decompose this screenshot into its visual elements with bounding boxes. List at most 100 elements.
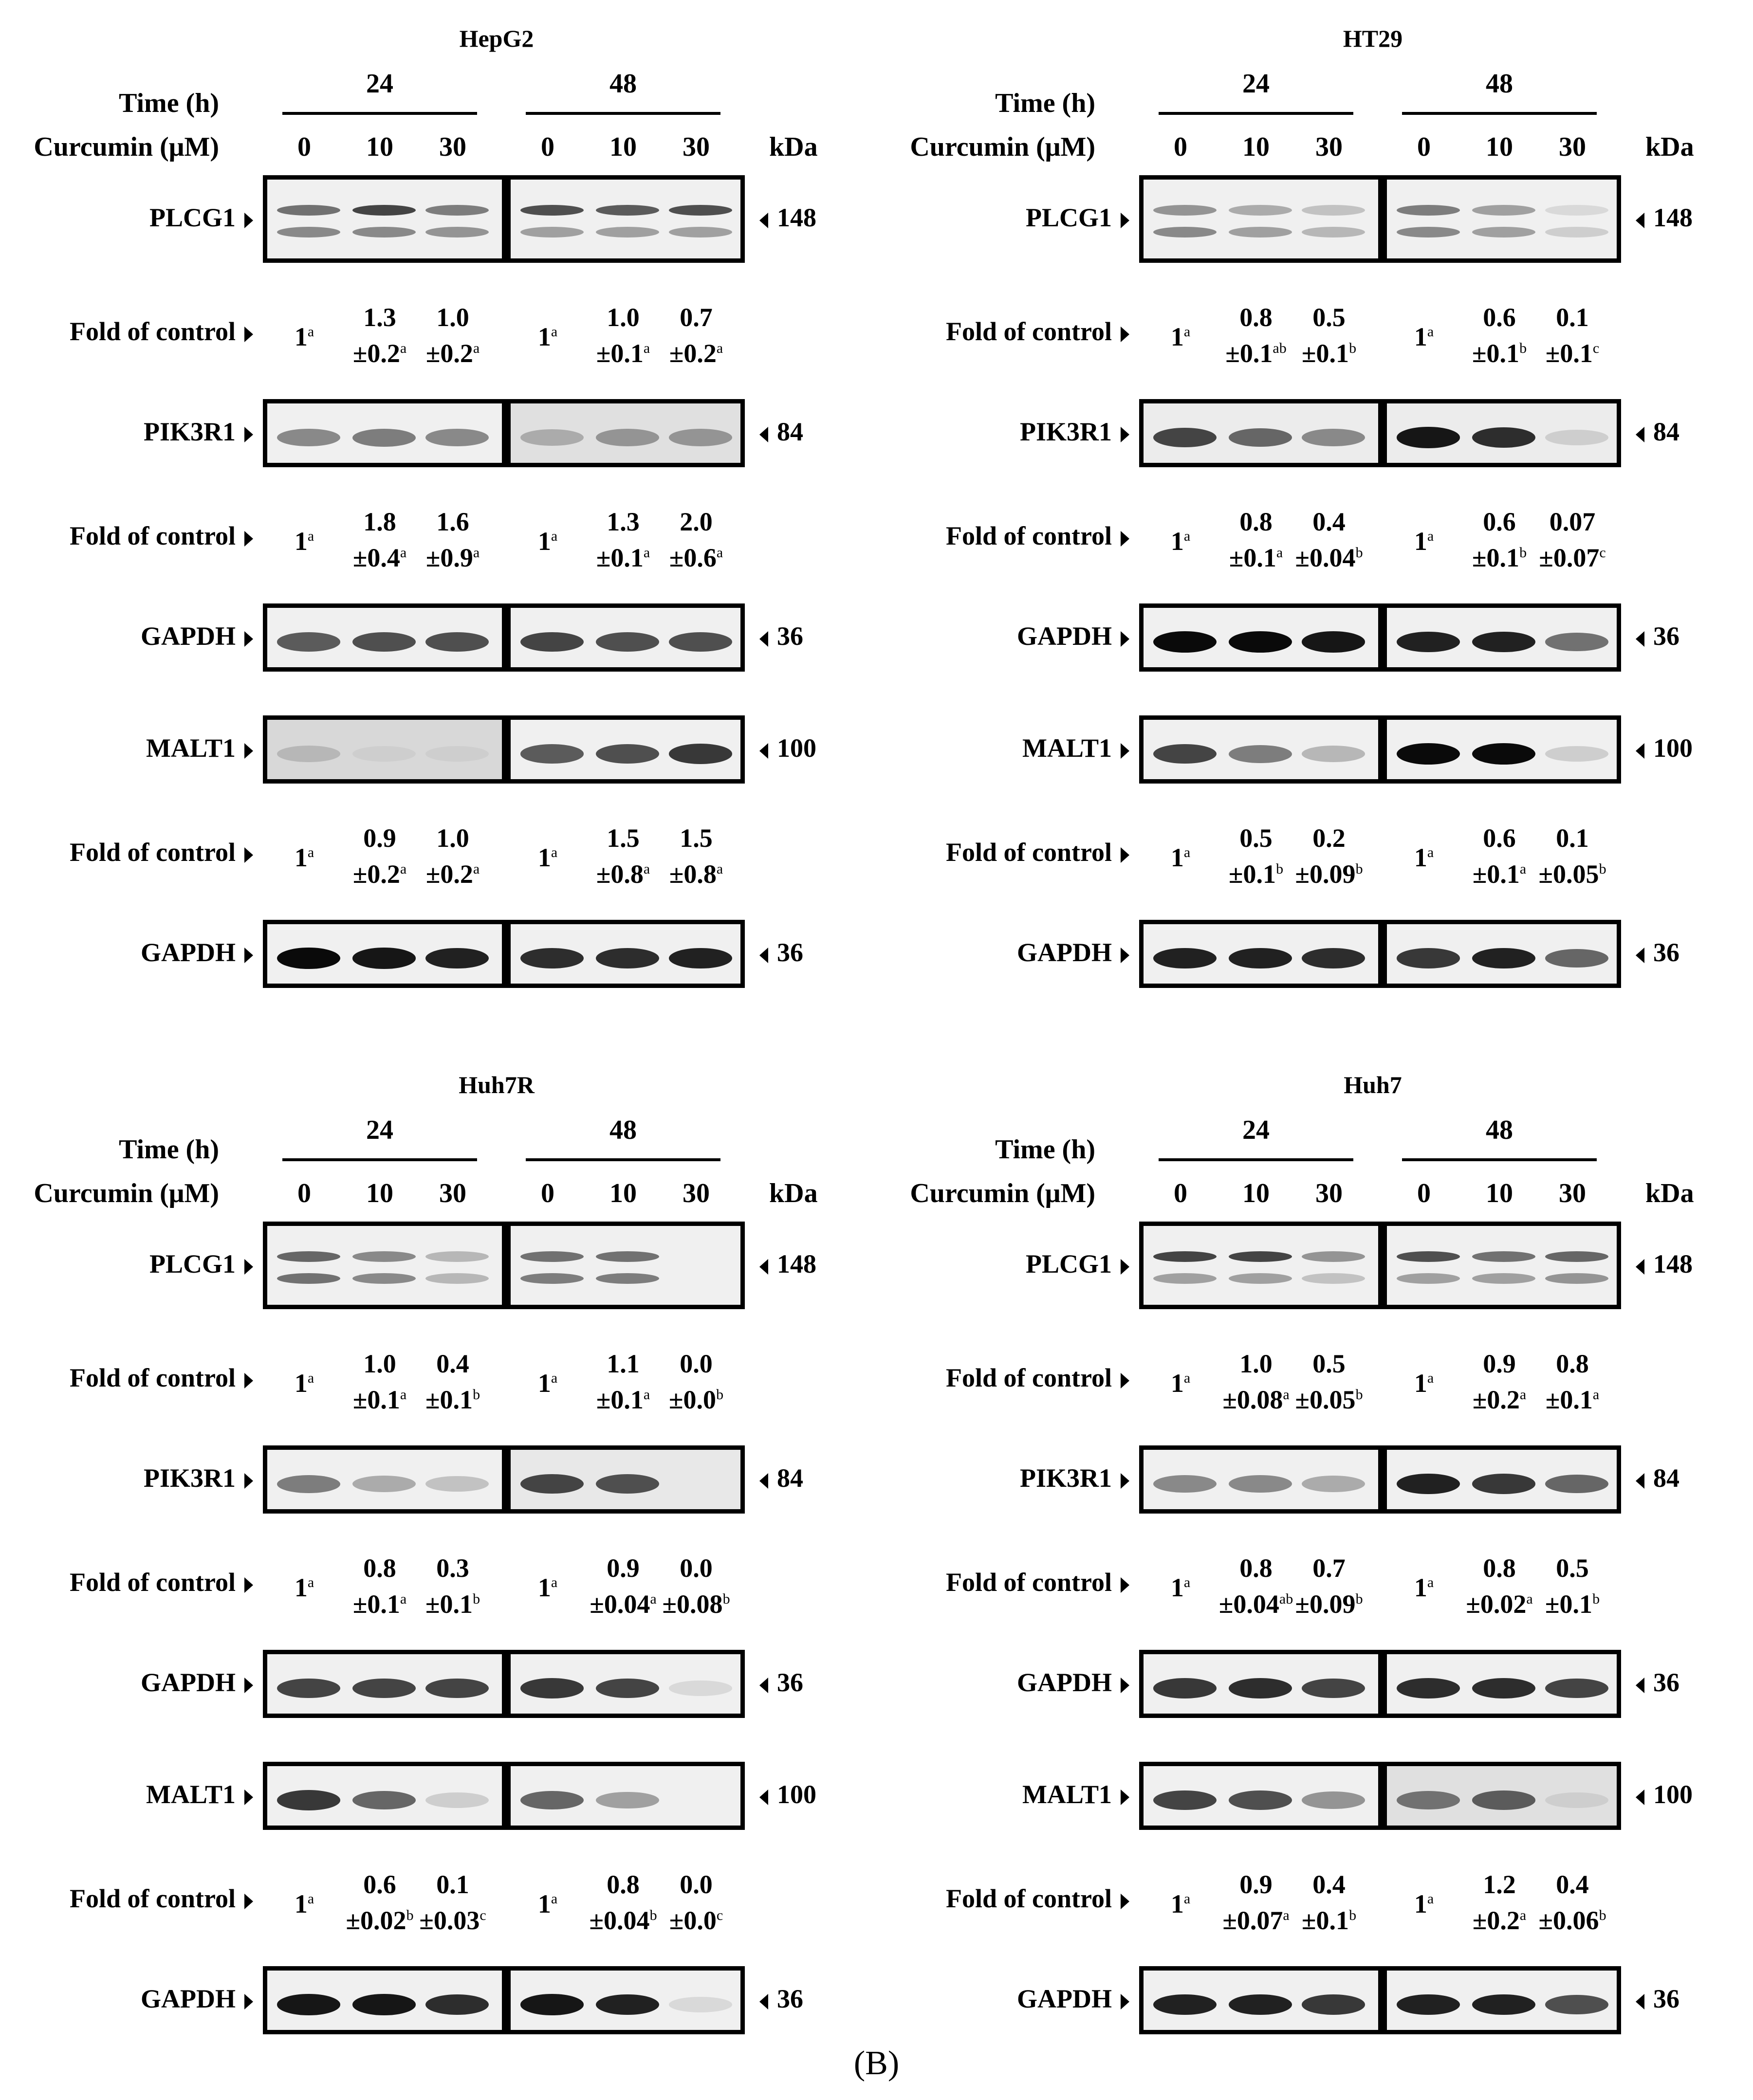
significance-letter: a xyxy=(307,324,314,340)
fold-mean: 1 xyxy=(1170,843,1184,872)
protein-band xyxy=(1229,1475,1292,1493)
arrow-left-icon xyxy=(759,1677,768,1693)
fold-value: 1a xyxy=(1383,1363,1465,1399)
protein-band xyxy=(520,1273,584,1284)
fold-value: 0.0±0.08b xyxy=(655,1552,738,1620)
fold-sd: ±0.09b xyxy=(1295,859,1363,889)
arrow-left-icon xyxy=(759,743,768,759)
fold-value: 1a xyxy=(506,316,589,352)
protein-label-pik3r1: PIK3R1 xyxy=(0,1463,253,1493)
dose-label: 30 xyxy=(1559,132,1586,162)
fold-value: 1a xyxy=(1139,1883,1222,1919)
protein-band xyxy=(352,948,416,969)
fold-sd: ±0.2a xyxy=(425,339,480,368)
protein-name: MALT1 xyxy=(1022,733,1112,763)
fold-value: 0.7±0.09b xyxy=(1288,1552,1370,1620)
fold-sd: ±0.08a xyxy=(1222,1385,1290,1414)
kda-value: 84 xyxy=(777,417,803,446)
arrow-right-icon xyxy=(1121,326,1129,342)
significance-letter: b xyxy=(1355,1591,1363,1607)
fold-mean: 0.4 xyxy=(436,1349,469,1378)
fold-value: 0.6±0.1b xyxy=(1458,506,1541,573)
fold-value: 1.6±0.9a xyxy=(411,506,494,573)
blot-image-24h xyxy=(263,715,506,784)
kda-value: 36 xyxy=(777,1984,803,2013)
fold-value: 0.2±0.09b xyxy=(1288,822,1370,890)
significance-letter: b xyxy=(1355,545,1363,561)
kda-marker: 148 xyxy=(759,1249,816,1279)
fold-value: 0.9±0.04a xyxy=(582,1552,664,1620)
arrow-right-icon xyxy=(1121,947,1129,963)
protein-band xyxy=(425,1273,489,1284)
fold-value: 0.6±0.1a xyxy=(1458,822,1541,890)
protein-band xyxy=(1397,1251,1460,1262)
fold-value: 0.8±0.1a xyxy=(1215,506,1297,573)
arrow-left-icon xyxy=(759,631,768,647)
dose-label: 30 xyxy=(439,132,466,162)
protein-label-gapdh: GAPDH xyxy=(0,1667,253,1698)
protein-label-gapdh: GAPDH xyxy=(876,937,1129,968)
blot-image-48h xyxy=(506,1650,745,1718)
curcumin-label: Curcumin (μM) xyxy=(34,1178,219,1208)
fold-label: Fold of control xyxy=(0,1883,253,1914)
fold-value: 0.5±0.1b xyxy=(1531,1552,1614,1620)
fold-sd: ±0.05b xyxy=(1295,1385,1363,1414)
fold-mean: 1 xyxy=(1170,1369,1184,1398)
kda-value: 84 xyxy=(1653,1463,1679,1493)
protein-band xyxy=(669,1997,732,2012)
fold-value: 1.1±0.1a xyxy=(582,1348,664,1415)
protein-band xyxy=(1545,1474,1608,1494)
blot-image-24h xyxy=(263,1445,506,1514)
fold-mean: 1.5 xyxy=(680,823,713,853)
dose-label: 0 xyxy=(1174,132,1187,162)
fold-label-text: Fold of control xyxy=(946,1568,1112,1597)
protein-band xyxy=(1302,948,1365,968)
fold-value: 1.5±0.8a xyxy=(655,822,738,890)
fold-mean: 0.8 xyxy=(1239,1553,1273,1583)
kda-value: 84 xyxy=(1653,417,1679,446)
protein-band xyxy=(669,948,732,969)
protein-band xyxy=(1302,1678,1365,1698)
fold-value: 1.3±0.2a xyxy=(338,302,421,369)
fold-sd: ±0.2a xyxy=(1472,1385,1527,1414)
fold-value: 1.2±0.2a xyxy=(1458,1869,1541,1936)
kda-value: 36 xyxy=(1653,1984,1679,2013)
significance-letter: b xyxy=(1599,1907,1606,1923)
significance-letter: b xyxy=(716,1387,724,1403)
fold-mean: 1 xyxy=(294,843,308,872)
fold-sd: ±0.8a xyxy=(596,859,650,889)
protein-band xyxy=(425,1251,489,1262)
curcumin-label: Curcumin (μM) xyxy=(34,132,219,162)
significance-letter: c xyxy=(1599,545,1606,561)
fold-value: 1.0±0.2a xyxy=(411,822,494,890)
fold-value: 2.0±0.6a xyxy=(655,506,738,573)
protein-label-malt1: MALT1 xyxy=(876,733,1129,763)
protein-name: GAPDH xyxy=(141,621,236,651)
time-point-24: 24 xyxy=(366,69,393,99)
protein-band xyxy=(1472,227,1535,237)
protein-band xyxy=(277,632,340,652)
protein-band xyxy=(1472,1678,1535,1698)
blot-image-48h xyxy=(1383,603,1621,672)
protein-band xyxy=(1472,631,1535,653)
fold-value: 1a xyxy=(506,1567,589,1603)
significance-letter: a xyxy=(473,545,480,561)
significance-letter: b xyxy=(722,1591,730,1607)
significance-letter: a xyxy=(1519,1907,1527,1923)
protein-band xyxy=(352,428,416,447)
kda-value: 36 xyxy=(777,1668,803,1697)
blot-image-48h xyxy=(506,603,745,672)
fold-mean: 0.4 xyxy=(1312,1870,1346,1899)
kda-value: 148 xyxy=(777,1249,816,1278)
fold-sd: ±0.1b xyxy=(425,1385,480,1414)
fold-mean: 1 xyxy=(294,1573,308,1602)
kda-value: 148 xyxy=(1653,1249,1693,1278)
fold-mean: 1 xyxy=(1414,1369,1427,1398)
significance-letter: b xyxy=(406,1907,414,1923)
protein-band xyxy=(352,1251,416,1262)
fold-mean: 0.9 xyxy=(1239,1870,1273,1899)
fold-sd: ±0.1a xyxy=(352,1589,407,1619)
significance-letter: a xyxy=(650,1591,657,1607)
fold-sd: ±0.03c xyxy=(419,1906,486,1935)
significance-letter: a xyxy=(643,1387,650,1403)
